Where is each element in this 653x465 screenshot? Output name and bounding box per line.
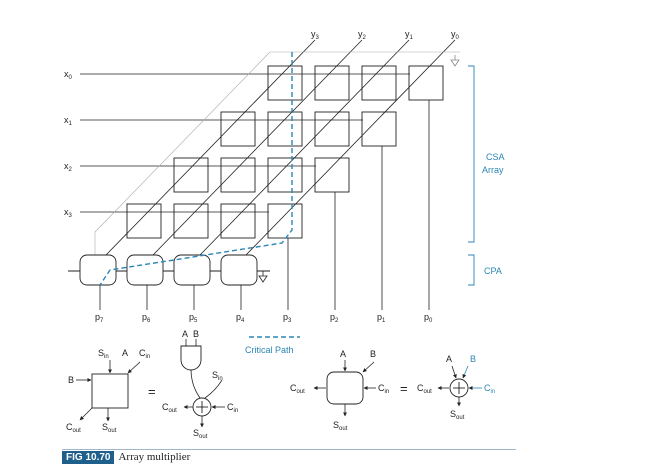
p-label: p3 bbox=[283, 312, 292, 324]
csa-array bbox=[126, 65, 444, 239]
p-label: p5 bbox=[189, 312, 198, 324]
cpa-cell bbox=[173, 254, 211, 286]
figure-caption: FIG 10.70 Array multiplier bbox=[62, 450, 190, 464]
svg-text:Cout: Cout bbox=[66, 422, 81, 434]
csa-cell bbox=[361, 111, 397, 147]
svg-text:Sin: Sin bbox=[98, 348, 109, 360]
csa-implementation: A B Sin Cout Cin Sout bbox=[162, 329, 238, 440]
svg-text:Cin: Cin bbox=[227, 402, 238, 414]
p-label: p1 bbox=[377, 312, 386, 324]
cpa-cell bbox=[79, 254, 117, 286]
csa-cell bbox=[267, 111, 303, 147]
csa-cell-symbol: B Sin A Cin Cout Sout = bbox=[66, 348, 156, 434]
x-label: x2 bbox=[64, 161, 73, 173]
figure-number-badge: FIG 10.70 bbox=[62, 450, 115, 464]
svg-text:A: A bbox=[340, 349, 346, 359]
svg-text:B: B bbox=[68, 375, 74, 385]
svg-text:B: B bbox=[470, 354, 476, 364]
csa-cell bbox=[361, 65, 397, 101]
p-label: p4 bbox=[236, 312, 245, 324]
x-input-lines bbox=[80, 73, 410, 213]
product-output-lines bbox=[99, 100, 430, 310]
svg-text:B: B bbox=[193, 329, 199, 339]
y-label: y2 bbox=[358, 29, 367, 41]
cpa-implementation: A B Cout Cin Sout bbox=[417, 354, 495, 421]
critical-path bbox=[99, 52, 293, 286]
svg-text:Sout: Sout bbox=[333, 420, 348, 432]
csa-cell bbox=[220, 111, 256, 147]
cpa-cell-symbol: A B Cout Cin Sout = bbox=[290, 349, 408, 432]
cpa-label: CPA bbox=[484, 266, 502, 276]
csa-cell bbox=[314, 65, 350, 101]
svg-text:Cout: Cout bbox=[290, 383, 305, 395]
ground-symbol bbox=[450, 55, 460, 67]
csa-cell bbox=[126, 203, 162, 239]
csa-cell bbox=[220, 157, 256, 193]
ground-symbol bbox=[258, 271, 268, 283]
svg-text:Cout: Cout bbox=[417, 383, 432, 395]
svg-text:Sout: Sout bbox=[450, 409, 465, 421]
svg-text:=: = bbox=[400, 381, 408, 396]
x-label: x3 bbox=[64, 207, 73, 219]
cpa-cell bbox=[126, 254, 164, 286]
csa-bracket bbox=[468, 65, 475, 243]
svg-text:=: = bbox=[148, 384, 156, 399]
csa-cell bbox=[220, 203, 256, 239]
csa-cell bbox=[408, 65, 444, 101]
svg-text:Sout: Sout bbox=[102, 422, 117, 434]
cpa-row bbox=[68, 254, 270, 286]
caption-rule bbox=[62, 449, 516, 450]
p-label: p0 bbox=[424, 312, 433, 324]
cpa-cell bbox=[220, 254, 258, 286]
x-label: x1 bbox=[64, 115, 73, 127]
csa-cell bbox=[267, 65, 303, 101]
csa-label: Array bbox=[482, 165, 504, 175]
y-label: y0 bbox=[451, 29, 460, 41]
csa-cell bbox=[173, 157, 209, 193]
svg-text:A: A bbox=[182, 329, 188, 339]
svg-text:Cin: Cin bbox=[484, 383, 495, 395]
x-labels: x0 x1 x2 x3 bbox=[64, 69, 73, 219]
svg-text:Sin: Sin bbox=[212, 370, 223, 382]
svg-text:Cin: Cin bbox=[378, 383, 389, 395]
p-label: p2 bbox=[330, 312, 339, 324]
y-input-diagonals bbox=[105, 39, 456, 256]
x-label: x0 bbox=[64, 69, 73, 81]
svg-text:A: A bbox=[446, 354, 452, 364]
cpa-bracket bbox=[468, 254, 475, 286]
svg-text:Sout: Sout bbox=[193, 428, 208, 440]
grey-diagonals bbox=[94, 51, 460, 255]
critical-path-legend-label: Critical Path bbox=[245, 345, 294, 355]
svg-text:Cout: Cout bbox=[162, 402, 177, 414]
svg-text:B: B bbox=[370, 349, 376, 359]
csa-cell bbox=[314, 157, 350, 193]
svg-text:Cin: Cin bbox=[139, 348, 150, 360]
csa-cell bbox=[173, 203, 209, 239]
csa-label: CSA bbox=[486, 152, 505, 162]
p-label: p6 bbox=[142, 312, 151, 324]
csa-cell bbox=[267, 203, 303, 239]
csa-cell bbox=[267, 157, 303, 193]
y-label: y1 bbox=[405, 29, 414, 41]
p-labels: p7 p6 p5 p4 p3 p2 p1 p0 bbox=[95, 312, 433, 324]
p-label: p7 bbox=[95, 312, 104, 324]
y-label: y3 bbox=[311, 29, 320, 41]
y-labels: y3 y2 y1 y0 bbox=[311, 29, 460, 41]
svg-text:A: A bbox=[122, 348, 128, 358]
figure-caption-text: Array multiplier bbox=[118, 451, 191, 463]
csa-cell bbox=[314, 111, 350, 147]
